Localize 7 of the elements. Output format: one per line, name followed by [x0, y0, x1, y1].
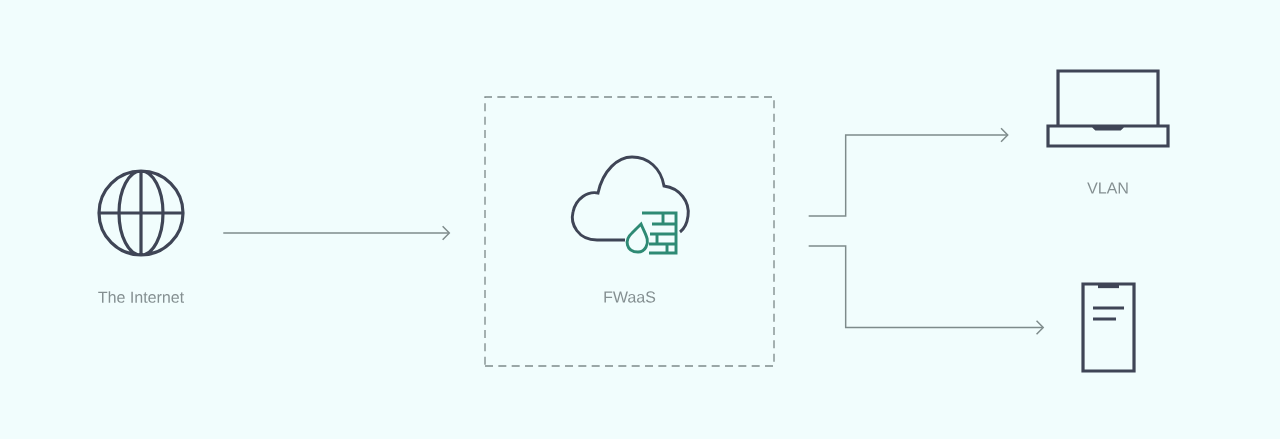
node-label: The Internet [98, 291, 184, 303]
arrow [807, 245, 1045, 335]
node-label: FWaaS [604, 291, 656, 303]
node-label: VLAN [1087, 182, 1128, 194]
arrow [222, 225, 451, 241]
phone-icon [1081, 282, 1136, 373]
arrow [807, 127, 1009, 217]
